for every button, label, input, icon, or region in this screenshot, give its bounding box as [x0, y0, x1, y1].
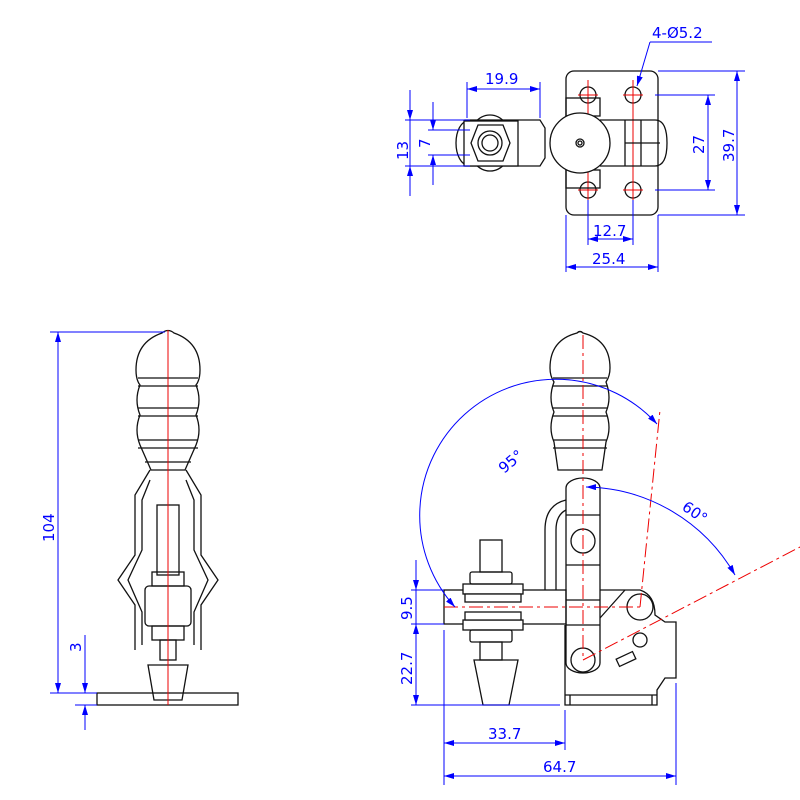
dim-22-7: 22.7	[398, 652, 416, 685]
dim-33-7: 33.7	[488, 725, 521, 743]
hole-callout: 4-Ø5.2	[652, 24, 703, 42]
dim-104: 104	[40, 513, 58, 542]
dim-7: 7	[416, 138, 434, 148]
top-view: 19.9 13 7 27 39.7 12.7 25.4 4-Ø5.2	[394, 24, 745, 272]
side-view: 95° 60° 9.5 22.7 33.7 64.7	[398, 330, 800, 785]
dim-64-7: 64.7	[543, 758, 576, 776]
dim-9-5: 9.5	[398, 596, 416, 620]
front-view: 104 3	[40, 329, 239, 730]
dim-12-7: 12.7	[593, 222, 626, 240]
dim-25-4: 25.4	[592, 250, 625, 268]
dim-3: 3	[67, 642, 85, 652]
dim-39-7: 39.7	[720, 129, 738, 162]
dim-19-9: 19.9	[485, 70, 518, 88]
dim-27: 27	[690, 135, 708, 154]
angle-95: 95°	[495, 446, 527, 477]
dim-13: 13	[394, 141, 412, 160]
angle-60: 60°	[679, 498, 711, 528]
